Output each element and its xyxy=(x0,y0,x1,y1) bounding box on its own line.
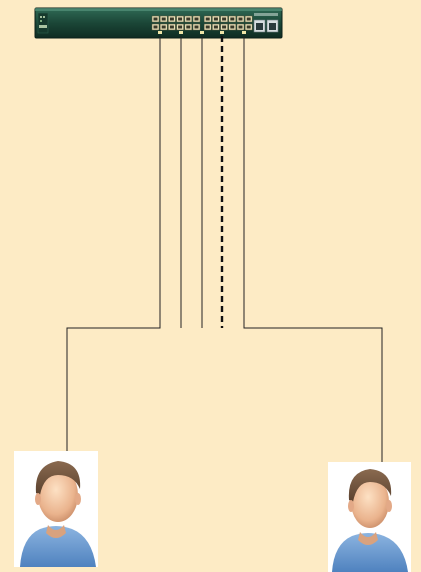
switch-port-socket xyxy=(186,18,190,21)
link-to-user-right xyxy=(244,36,382,463)
switch-port-socket xyxy=(178,26,182,29)
user-right-avatar[interactable] xyxy=(328,462,411,572)
switch-port-socket xyxy=(170,18,174,21)
network-links xyxy=(67,36,382,463)
link-to-user-left xyxy=(67,36,160,452)
switch-port-socket xyxy=(186,26,190,29)
switch-port-socket xyxy=(230,26,234,29)
switch-port-socket xyxy=(178,18,182,21)
user-avatar-icon xyxy=(14,451,98,567)
switch-status-panel xyxy=(38,13,48,33)
switch-port-socket xyxy=(247,26,251,29)
switch-port-socket xyxy=(162,26,166,29)
switch-port-socket xyxy=(214,26,218,29)
switch-port-socket xyxy=(239,18,243,21)
switch-port-socket xyxy=(170,26,174,29)
switch-port-socket xyxy=(206,18,210,21)
user-left-avatar[interactable] xyxy=(14,451,98,567)
switch-port-socket xyxy=(230,18,234,21)
switch-port-socket xyxy=(222,26,226,29)
switch-port-socket xyxy=(239,26,243,29)
switch-port-socket xyxy=(214,18,218,21)
switch-port-socket xyxy=(195,18,199,21)
user-avatar-icon xyxy=(328,462,411,572)
switch-port-socket xyxy=(206,26,210,29)
switch-port-socket xyxy=(247,18,251,21)
switch-port-socket xyxy=(222,18,226,21)
switch-port-socket xyxy=(162,18,166,21)
switch-port-socket xyxy=(154,18,158,21)
switch-port-socket xyxy=(154,26,158,29)
switch-port-socket xyxy=(195,26,199,29)
